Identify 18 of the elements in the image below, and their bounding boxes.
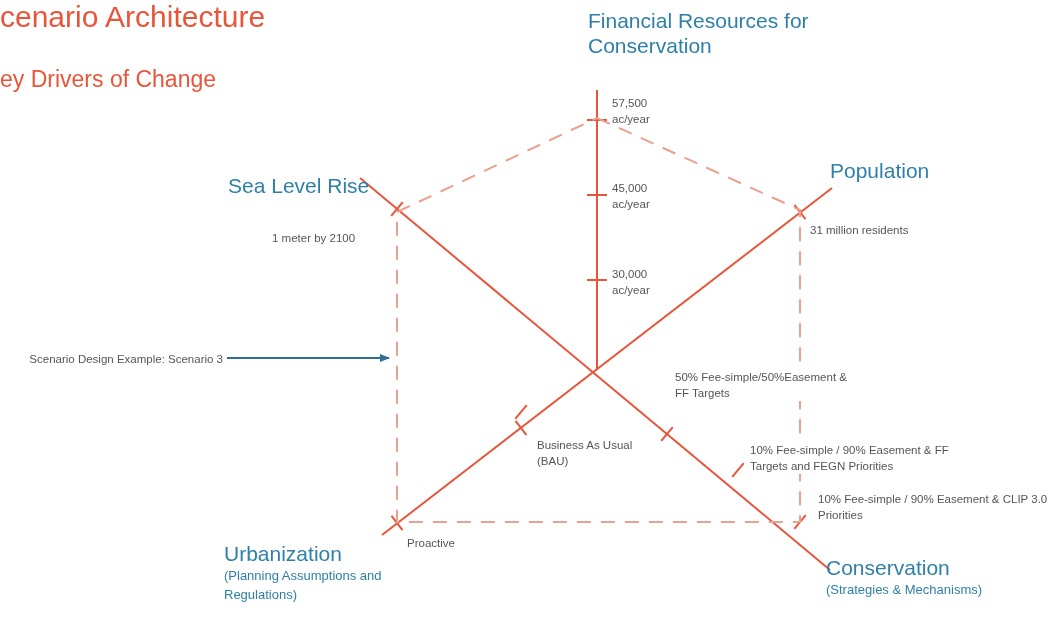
tick-label: 45,000 ac/year — [612, 181, 651, 212]
axis-title: Financial Resources for Conservation — [588, 8, 810, 58]
axis-title: Urbanization — [224, 541, 342, 566]
title: cenario Architecture — [0, 0, 267, 34]
annotation-text: Scenario Design Example: Scenario 3 — [29, 352, 223, 367]
tick-label: 57,500 ac/year — [612, 96, 651, 127]
tick-label: 30,000 ac/year — [612, 267, 651, 298]
axis-title: Conservation — [826, 555, 950, 580]
axis-subtitle: (Planning Assumptions and Regulations) — [224, 567, 383, 604]
axis-title: Population — [830, 158, 930, 183]
tick-label: 1 meter by 2100 — [272, 231, 357, 246]
axis-subtitle: (Strategies & Mechanisms) — [826, 581, 983, 599]
tick-label: 31 million residents — [810, 223, 910, 238]
axis-title: Sea Level Rise — [228, 173, 370, 198]
tick-label: Business As Usual (BAU) — [537, 438, 634, 469]
tick-label: Proactive — [407, 536, 456, 551]
subtitle: ey Drivers of Change — [0, 65, 218, 94]
arrow — [226, 354, 390, 362]
